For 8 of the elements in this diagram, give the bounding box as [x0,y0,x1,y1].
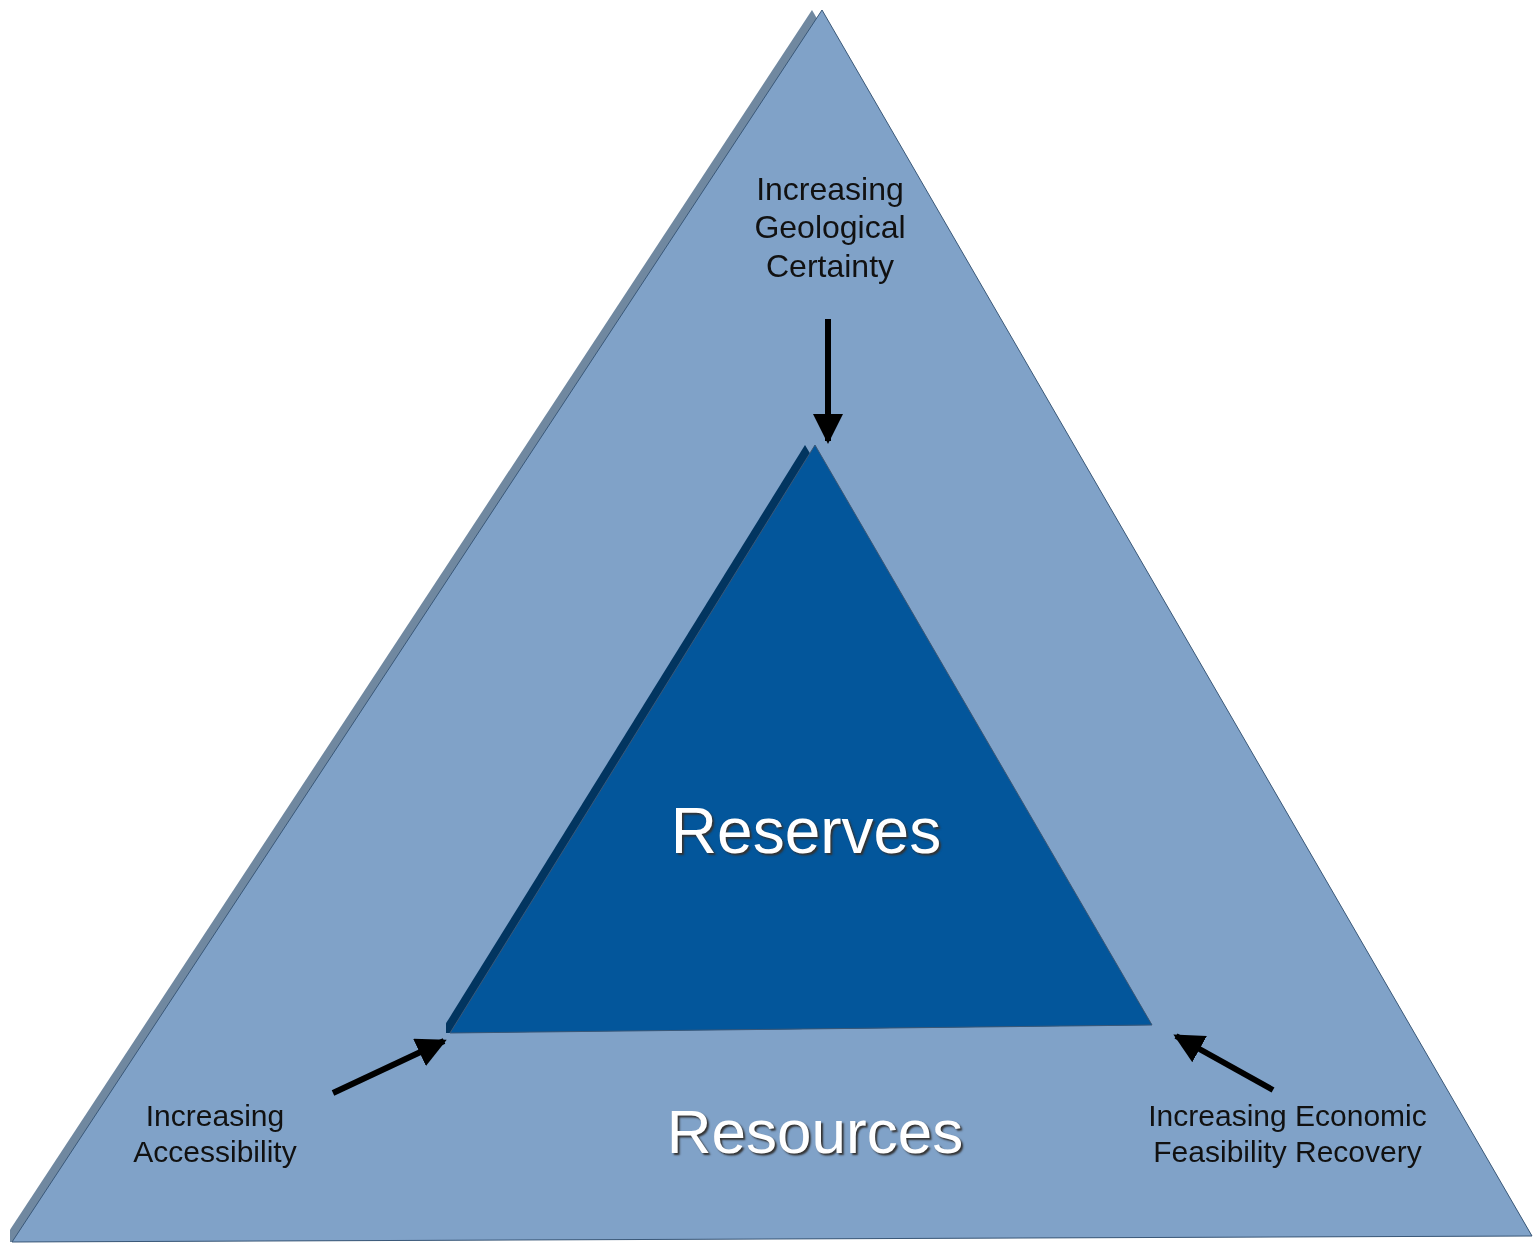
triangle-label: Reserves [669,794,943,869]
arrow [1173,1033,1275,1093]
triangle-label: Resources [665,1096,965,1168]
arrow [331,1038,447,1096]
axis-label: Increasing Accessibility [110,1098,320,1183]
axis-label: Increasing Economic Feasibility Recovery [1130,1098,1445,1183]
axis-label: Increasing Geological Certainty [730,170,930,305]
arrow [813,319,843,444]
